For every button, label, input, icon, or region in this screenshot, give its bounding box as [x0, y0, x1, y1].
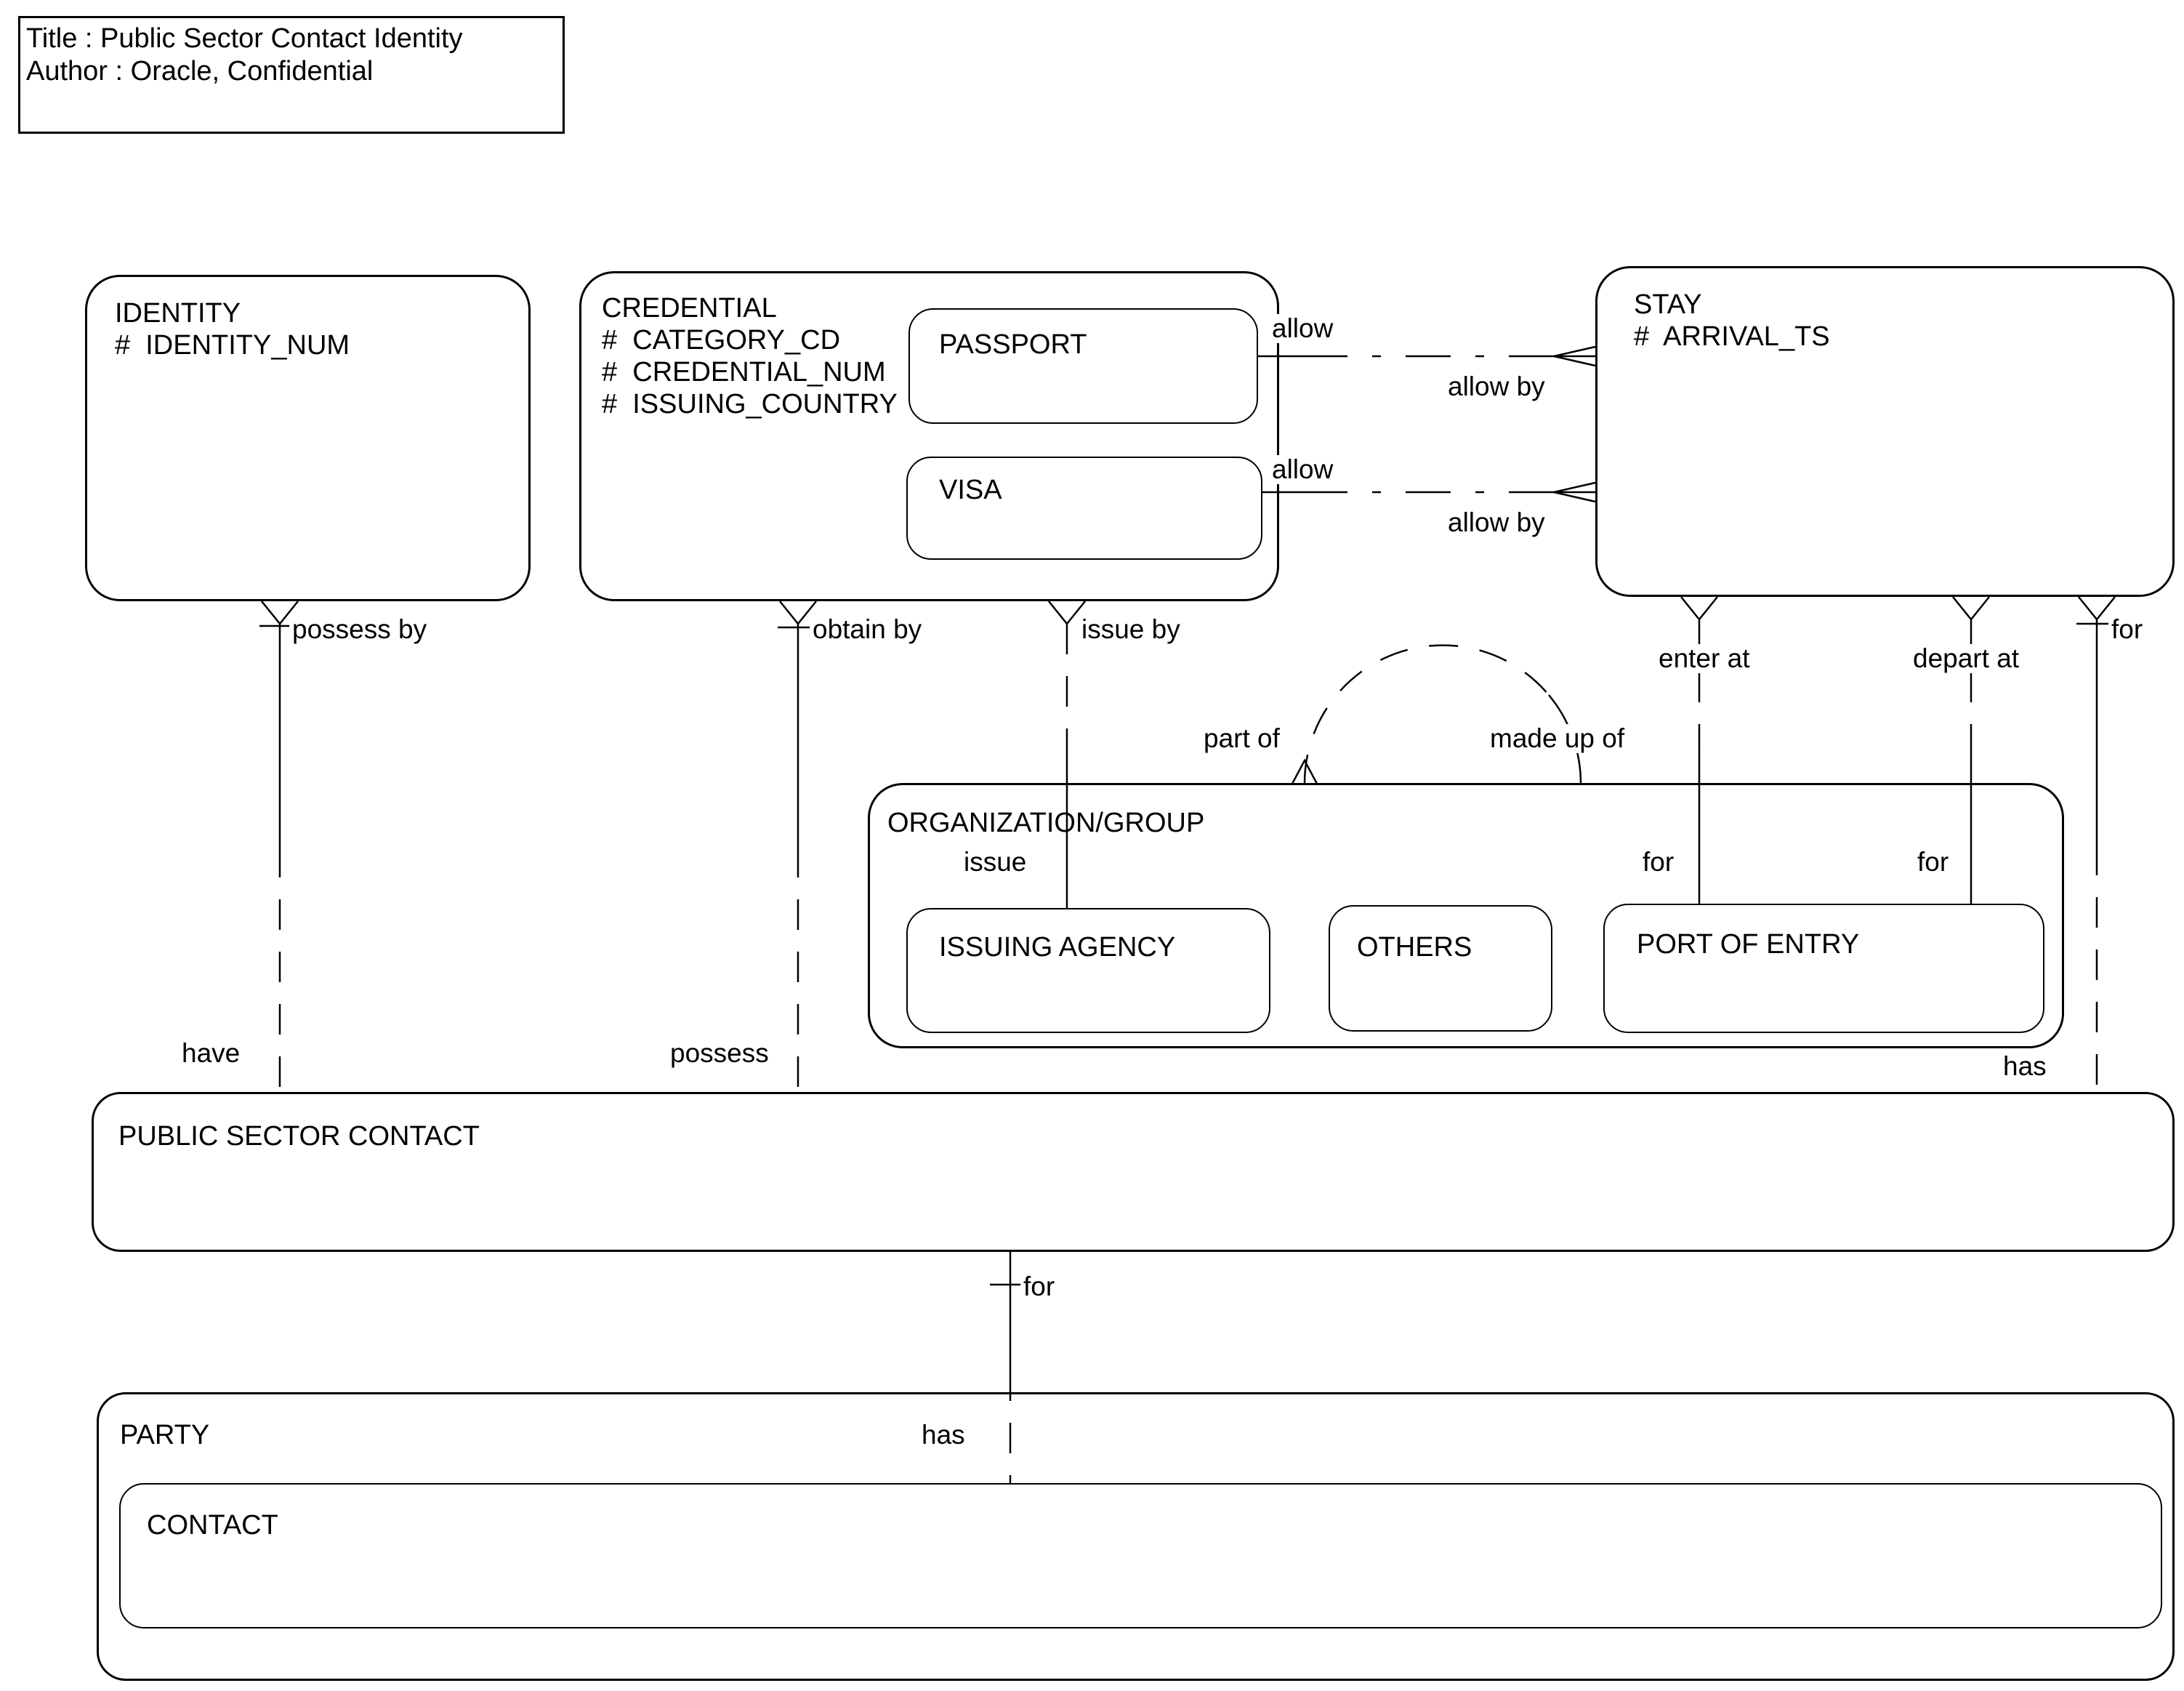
rel-label-have[interactable]: have — [179, 1039, 243, 1068]
entity-credential[interactable]: CREDENTIAL # CATEGORY_CD # CREDENTIAL_NU… — [579, 271, 1279, 601]
crow-foot-icon — [1553, 481, 1596, 503]
diagram-title: Title : Public Sector Contact Identity — [26, 23, 463, 54]
entity-organization-group-name: ORGANIZATION/GROUP — [887, 808, 1205, 838]
subtype-visa-name: VISA — [939, 475, 1002, 505]
subtype-issuing-agency-name: ISSUING AGENCY — [939, 932, 1176, 963]
rel-label-issue[interactable]: issue — [961, 848, 1030, 877]
entity-credential-attr: # ISSUING_COUNTRY — [602, 389, 898, 419]
entity-credential-attr: # CATEGORY_CD — [602, 325, 841, 356]
rel-label-possess-by[interactable]: possess by — [289, 615, 430, 644]
rel-label-part-of[interactable]: part of — [1201, 724, 1283, 753]
entity-stay[interactable]: STAY # ARRIVAL_TS — [1595, 266, 2175, 597]
entity-public-sector-contact-name: PUBLIC SECTOR CONTACT — [118, 1121, 480, 1152]
subtype-passport[interactable]: PASSPORT — [908, 308, 1258, 424]
relationship-stay-port-depart-line[interactable] — [1952, 596, 1990, 904]
rel-label-depart-at[interactable]: depart at — [1910, 644, 2023, 673]
rel-label-possess[interactable]: possess — [667, 1039, 772, 1068]
subtype-port-of-entry[interactable]: PORT OF ENTRY — [1603, 904, 2044, 1033]
relationship-credential-agency-line[interactable] — [1048, 601, 1086, 908]
rel-label-enter-at[interactable]: enter at — [1656, 644, 1753, 673]
relationship-visa-stay-line[interactable] — [1262, 481, 1596, 503]
entity-credential-name: CREDENTIAL — [602, 293, 777, 324]
subtype-contact[interactable]: CONTACT — [119, 1483, 2162, 1628]
relationship-stay-psc-line[interactable] — [2076, 596, 2117, 1093]
relationship-identity-psc-line[interactable] — [259, 601, 300, 1092]
entity-identity[interactable]: IDENTITY # IDENTITY_NUM — [85, 275, 531, 601]
crow-foot-icon — [1952, 596, 1990, 621]
subtype-others-name: OTHERS — [1357, 932, 1472, 963]
rel-label-allow-by-visa[interactable]: allow by — [1445, 508, 1548, 537]
entity-party-name: PARTY — [120, 1420, 210, 1450]
rel-label-for-enter[interactable]: for — [1640, 848, 1677, 877]
subtype-contact-name: CONTACT — [147, 1510, 278, 1541]
entity-organization-group[interactable]: ORGANIZATION/GROUP — [868, 783, 2064, 1048]
relationship-credential-psc-line[interactable] — [778, 601, 818, 1092]
rel-label-for-depart[interactable]: for — [1914, 848, 1952, 877]
rel-label-allow-passport[interactable]: allow — [1269, 314, 1337, 343]
subtype-issuing-agency[interactable]: ISSUING AGENCY — [906, 908, 1270, 1033]
crow-foot-icon — [1291, 758, 1318, 784]
entity-identity-attr: # IDENTITY_NUM — [115, 330, 350, 361]
subtype-passport-name: PASSPORT — [939, 329, 1087, 360]
rel-label-for-stay[interactable]: for — [2108, 615, 2146, 644]
rel-label-made-up-of[interactable]: made up of — [1487, 724, 1628, 753]
subtype-others[interactable]: OTHERS — [1329, 905, 1552, 1032]
diagram-title-box: Title : Public Sector Contact Identity A… — [18, 16, 565, 134]
rel-label-has-party[interactable]: has — [919, 1421, 968, 1450]
rel-label-for-psc[interactable]: for — [1020, 1272, 1058, 1301]
rel-label-allow-visa[interactable]: allow — [1269, 455, 1337, 484]
crow-foot-icon — [1553, 345, 1596, 367]
relationship-org-recursive-line[interactable] — [1291, 644, 1582, 784]
entity-stay-name: STAY — [1634, 289, 1702, 320]
dashed-arc — [1303, 644, 1550, 784]
rel-label-has-stay[interactable]: has — [2000, 1052, 2050, 1081]
subtype-visa[interactable]: VISA — [906, 457, 1262, 560]
relationship-stay-port-enter-line[interactable] — [1680, 596, 1718, 904]
crow-foot-icon — [1680, 596, 1718, 621]
rel-label-allow-by-passport[interactable]: allow by — [1445, 372, 1548, 401]
diagram-author: Author : Oracle, Confidential — [26, 56, 374, 87]
entity-identity-name: IDENTITY — [115, 298, 241, 329]
entity-party[interactable]: PARTY — [97, 1392, 2175, 1681]
entity-stay-attr: # ARRIVAL_TS — [1634, 321, 1830, 352]
subtype-port-of-entry-name: PORT OF ENTRY — [1637, 929, 1860, 960]
rel-label-issue-by[interactable]: issue by — [1079, 615, 1183, 644]
rel-label-obtain-by[interactable]: obtain by — [810, 615, 925, 644]
entity-credential-attr: # CREDENTIAL_NUM — [602, 357, 886, 387]
relationship-passport-stay-line[interactable] — [1258, 345, 1596, 367]
entity-public-sector-contact[interactable]: PUBLIC SECTOR CONTACT — [92, 1092, 2175, 1252]
